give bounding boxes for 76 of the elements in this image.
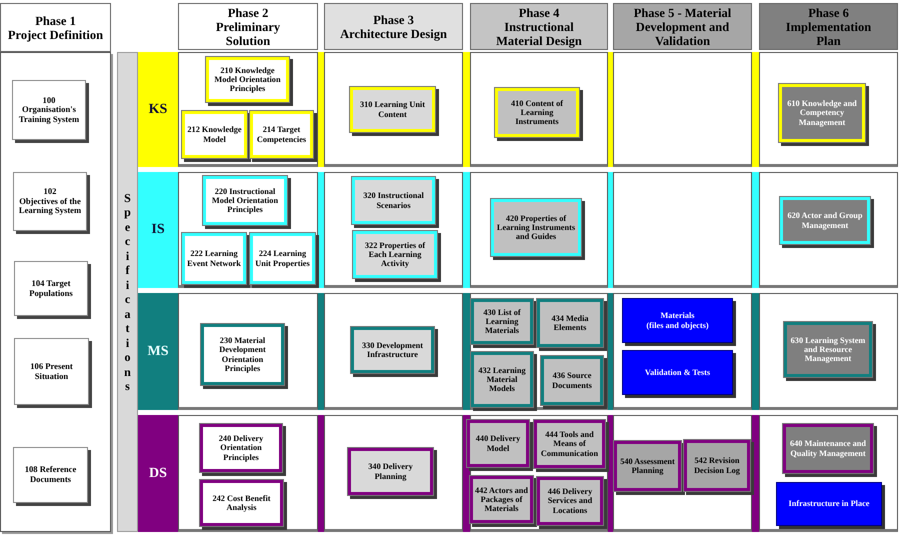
box-label: 220 Instructional Model Orientation Principles <box>210 186 280 214</box>
phase-title: Architecture Design <box>340 26 447 40</box>
box-label: 330 Development Infrastructure <box>360 340 424 360</box>
box-label: 640 Maintenance and Quality Management <box>788 439 868 458</box>
box-label: Validation & Tests <box>644 368 710 378</box>
box-label: 210 Knowledge Model Orientation Principles <box>213 66 282 94</box>
box-label: Infrastructure in Place <box>788 499 870 509</box>
box-label: 430 List of Learning Materials <box>482 308 522 336</box>
phase-title: Project Definition <box>8 28 104 42</box>
box-label: 108 Reference Documents <box>24 465 78 485</box>
box-label: 610 Knowledge and Competency Management <box>786 99 858 127</box>
box-label: 442 Actors and Packages of Materials <box>475 486 528 514</box>
phase-header <box>613 3 752 50</box>
phase-heading: Phase 3 <box>373 12 414 26</box>
row-label-band <box>138 172 178 288</box>
vertical-label: Specifications <box>124 190 131 394</box>
phase-title: Preliminary Solution <box>214 20 282 48</box>
phase-heading: Phase 1 <box>35 14 76 28</box>
box-label: 434 Media Elements <box>550 314 590 332</box>
phase-header <box>0 3 111 52</box>
phase-header <box>178 3 318 50</box>
box-label: 102 <box>44 187 56 197</box>
box-label: (files and objects) <box>646 320 709 330</box>
box-label: 212 Knowledge Model <box>187 125 242 144</box>
deliverable-box <box>776 482 882 526</box>
phase-heading: Phase 2 <box>228 6 268 20</box>
box-label: 620 Actor and Group Management <box>786 211 864 230</box>
box-label: 242 Cost Benefit Analysis <box>211 494 272 512</box>
row-label: DS <box>149 466 167 482</box>
row-label-band <box>138 52 178 167</box>
input-box <box>12 80 86 140</box>
phase-header <box>759 3 898 50</box>
box-label: Objectives of the Learning System <box>18 196 82 216</box>
box-label: 440 Delivery Model <box>474 434 522 453</box>
box-label: 410 Content of Learning Instruments <box>510 98 564 126</box>
box-label: 224 Learning Unit Properties <box>255 249 310 268</box>
row-label: IS <box>151 222 165 238</box>
box-label: 230 Material Development Orientation Principles <box>218 336 267 374</box>
row-label-band <box>138 293 178 410</box>
specifications-band <box>117 52 138 532</box>
box-label: 104 Target Populations <box>28 278 74 298</box>
row-label-band <box>138 415 178 532</box>
deliverable-box <box>622 298 733 343</box>
box-label: 444 Tools and Means of Communication <box>540 430 600 458</box>
row-label: KS <box>148 102 168 118</box>
phase-heading: Phase 6 <box>808 6 849 20</box>
box-label: 340 Delivery Planning <box>367 462 414 481</box>
phase-title: Instructional Material Design <box>495 20 583 48</box>
phase-title: Implementation Plan <box>784 20 872 48</box>
deliverable-box <box>622 350 733 395</box>
box-label: 100 <box>42 96 56 106</box>
box-label: 446 Delivery Services and Locations <box>546 487 594 515</box>
input-box <box>14 261 88 316</box>
phase-header <box>324 3 463 50</box>
box-label: 240 Delivery Orientation Principles <box>218 434 264 462</box>
box-label: Materials <box>660 310 695 320</box>
box-label: 222 Learning Event Network <box>187 249 241 268</box>
box-label: 214 Target Competencies <box>256 125 308 144</box>
phase-heading: Phase 4 <box>518 6 560 20</box>
box-label: 630 Learning System and Resource Management <box>790 336 866 364</box>
box-label: 436 Source Documents <box>551 371 593 390</box>
box-label: Organisation's Training System <box>18 105 80 124</box>
box-label: 106 Present Situation <box>29 362 74 382</box>
input-box <box>14 338 89 405</box>
input-box <box>13 447 88 503</box>
input-box <box>13 172 87 231</box>
box-label: 542 Revision Decision Log <box>693 456 741 475</box>
box-label: 420 Properties of Learning Instruments and Guides <box>496 214 576 242</box>
box-label: 540 Assessment Planning <box>619 456 676 476</box>
row-label: MS <box>148 344 168 360</box>
box-label: 432 Learning Material Models <box>477 366 527 394</box>
phase-heading: Phase 5 - Material Development and Validation <box>632 6 732 48</box>
box-label: 310 Learning Unit Content <box>359 100 426 119</box>
box-label: 322 Properties of Each Learning Activity <box>364 240 426 268</box>
box-label: 320 Instructional Scenarios <box>362 191 425 210</box>
phase-header <box>470 3 608 50</box>
